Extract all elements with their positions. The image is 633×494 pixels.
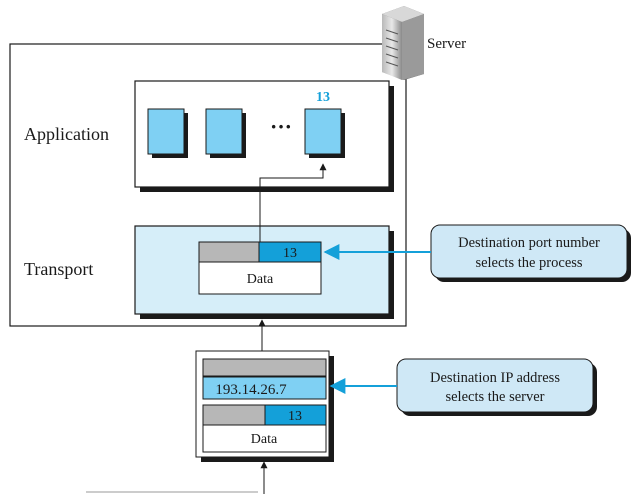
process-target-number: 13: [316, 90, 330, 105]
process-1: [147, 108, 185, 155]
server-label: Server: [427, 36, 466, 52]
network-header: [202, 358, 327, 377]
network-ip-text: 193.14.26.7: [215, 382, 287, 398]
network-port-text: 13: [288, 409, 302, 424]
transport-packet-header: [198, 241, 260, 263]
process-target: [304, 108, 342, 155]
delivery-arrow-up-to-process: [259, 163, 327, 242]
ip-callout-line1: Destination IP address: [430, 370, 560, 386]
network-data-field: [202, 424, 327, 453]
transport-port-text: 13: [283, 246, 297, 261]
port-callout-line2: selects the process: [475, 255, 582, 271]
ip-callout-line2: selects the server: [445, 389, 544, 405]
network-transport-header: [202, 404, 266, 426]
network-ip-field: [202, 376, 327, 400]
port-callout-line1: Destination port number: [458, 235, 600, 251]
network-data-text: Data: [251, 432, 278, 447]
transport-packet-data: [198, 261, 322, 295]
process-2: [205, 108, 243, 155]
transport-label: Transport: [24, 259, 93, 279]
server-frame: [9, 43, 407, 327]
process-ellipsis: ···: [270, 114, 292, 139]
server-tower-icon: [382, 6, 424, 80]
application-label: Application: [24, 124, 109, 144]
transport-data-text: Data: [247, 272, 274, 287]
